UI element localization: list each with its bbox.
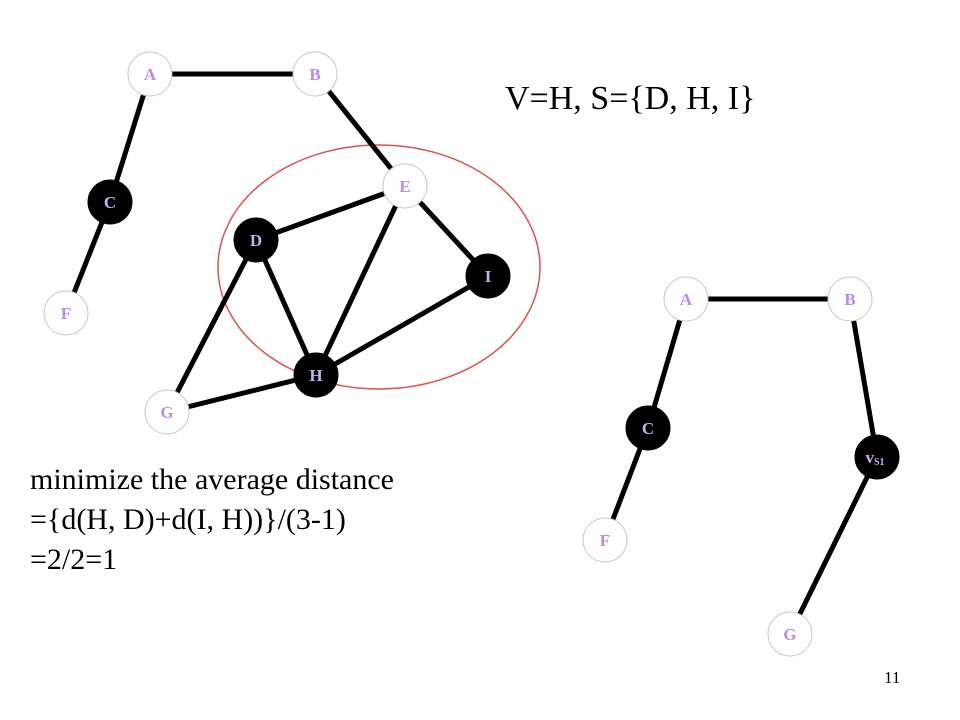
left-node-h: H xyxy=(293,352,339,398)
right-node-label-f: F xyxy=(600,531,610,550)
right-node-label-c: C xyxy=(642,419,654,438)
right-node-circle-f xyxy=(582,517,628,563)
average-distance-formula: minimize the average distance ={d(H, D)+… xyxy=(30,460,394,580)
left-node-c: C xyxy=(87,179,133,225)
formula-line-2: ={d(H, D)+d(I, H))}/(3-1) xyxy=(30,503,346,536)
left-node-b: B xyxy=(292,51,338,97)
left-node-label-h: H xyxy=(309,366,322,385)
left-node-label-g: G xyxy=(160,403,173,422)
left-node-label-c: C xyxy=(104,193,116,212)
left-node-circle-c xyxy=(87,179,133,225)
right-node-vs1: vS1 xyxy=(854,434,900,480)
formula-line-3: =2/2=1 xyxy=(30,543,118,576)
left-node-label-b: B xyxy=(309,65,320,84)
right-node-g: G xyxy=(767,611,813,657)
left-node-circle-h xyxy=(293,352,339,398)
left-edge-h-g xyxy=(164,372,319,415)
right-node-a: A xyxy=(663,276,709,322)
page-number: 11 xyxy=(884,668,901,687)
right-edge-vs1-g xyxy=(787,454,880,637)
left-graph-edges xyxy=(63,71,491,415)
left-node-a: A xyxy=(127,51,173,97)
highlight-circle xyxy=(217,144,541,390)
right-node-label-g: G xyxy=(783,625,796,644)
left-node-label-a: A xyxy=(144,65,157,84)
left-edge-b-e xyxy=(312,71,408,189)
left-node-circle-g xyxy=(144,389,190,435)
left-node-circle-b xyxy=(292,51,338,97)
right-node-circle-b xyxy=(827,276,873,322)
left-node-label-d: D xyxy=(250,231,262,250)
left-edge-d-h xyxy=(253,237,319,378)
right-edge-b-vs1 xyxy=(847,296,880,460)
left-node-circle-d xyxy=(233,217,279,263)
left-node-e: E xyxy=(382,163,428,209)
left-node-i: I xyxy=(465,253,511,299)
formula-line-1: minimize the average distance xyxy=(30,463,394,496)
left-edge-e-d xyxy=(253,183,408,243)
right-node-c: C xyxy=(625,405,671,451)
left-node-circle-a xyxy=(127,51,173,97)
left-node-f: F xyxy=(43,290,89,336)
left-node-label-e: E xyxy=(399,177,410,196)
right-node-f: F xyxy=(582,517,628,563)
right-graph-edges xyxy=(602,296,880,637)
left-edge-e-h xyxy=(313,183,408,378)
left-node-circle-e xyxy=(382,163,428,209)
right-node-circle-vs1 xyxy=(854,434,900,480)
left-edge-i-h xyxy=(313,273,491,378)
left-node-label-f: F xyxy=(61,304,71,323)
left-node-d: D xyxy=(233,217,279,263)
formula-title: V=H, S={D, H, I} xyxy=(505,80,756,117)
right-node-label-a: A xyxy=(680,290,693,309)
left-graph-nodes: A B C E D I F H G xyxy=(43,51,511,435)
right-node-b: B xyxy=(827,276,873,322)
left-edge-d-g xyxy=(164,237,259,415)
left-node-label-i: I xyxy=(485,267,492,286)
left-node-circle-i xyxy=(465,253,511,299)
left-node-circle-f xyxy=(43,290,89,336)
right-node-circle-c xyxy=(625,405,671,451)
left-node-g: G xyxy=(144,389,190,435)
right-node-circle-g xyxy=(767,611,813,657)
right-node-circle-a xyxy=(663,276,709,322)
right-node-label-b: B xyxy=(844,290,855,309)
